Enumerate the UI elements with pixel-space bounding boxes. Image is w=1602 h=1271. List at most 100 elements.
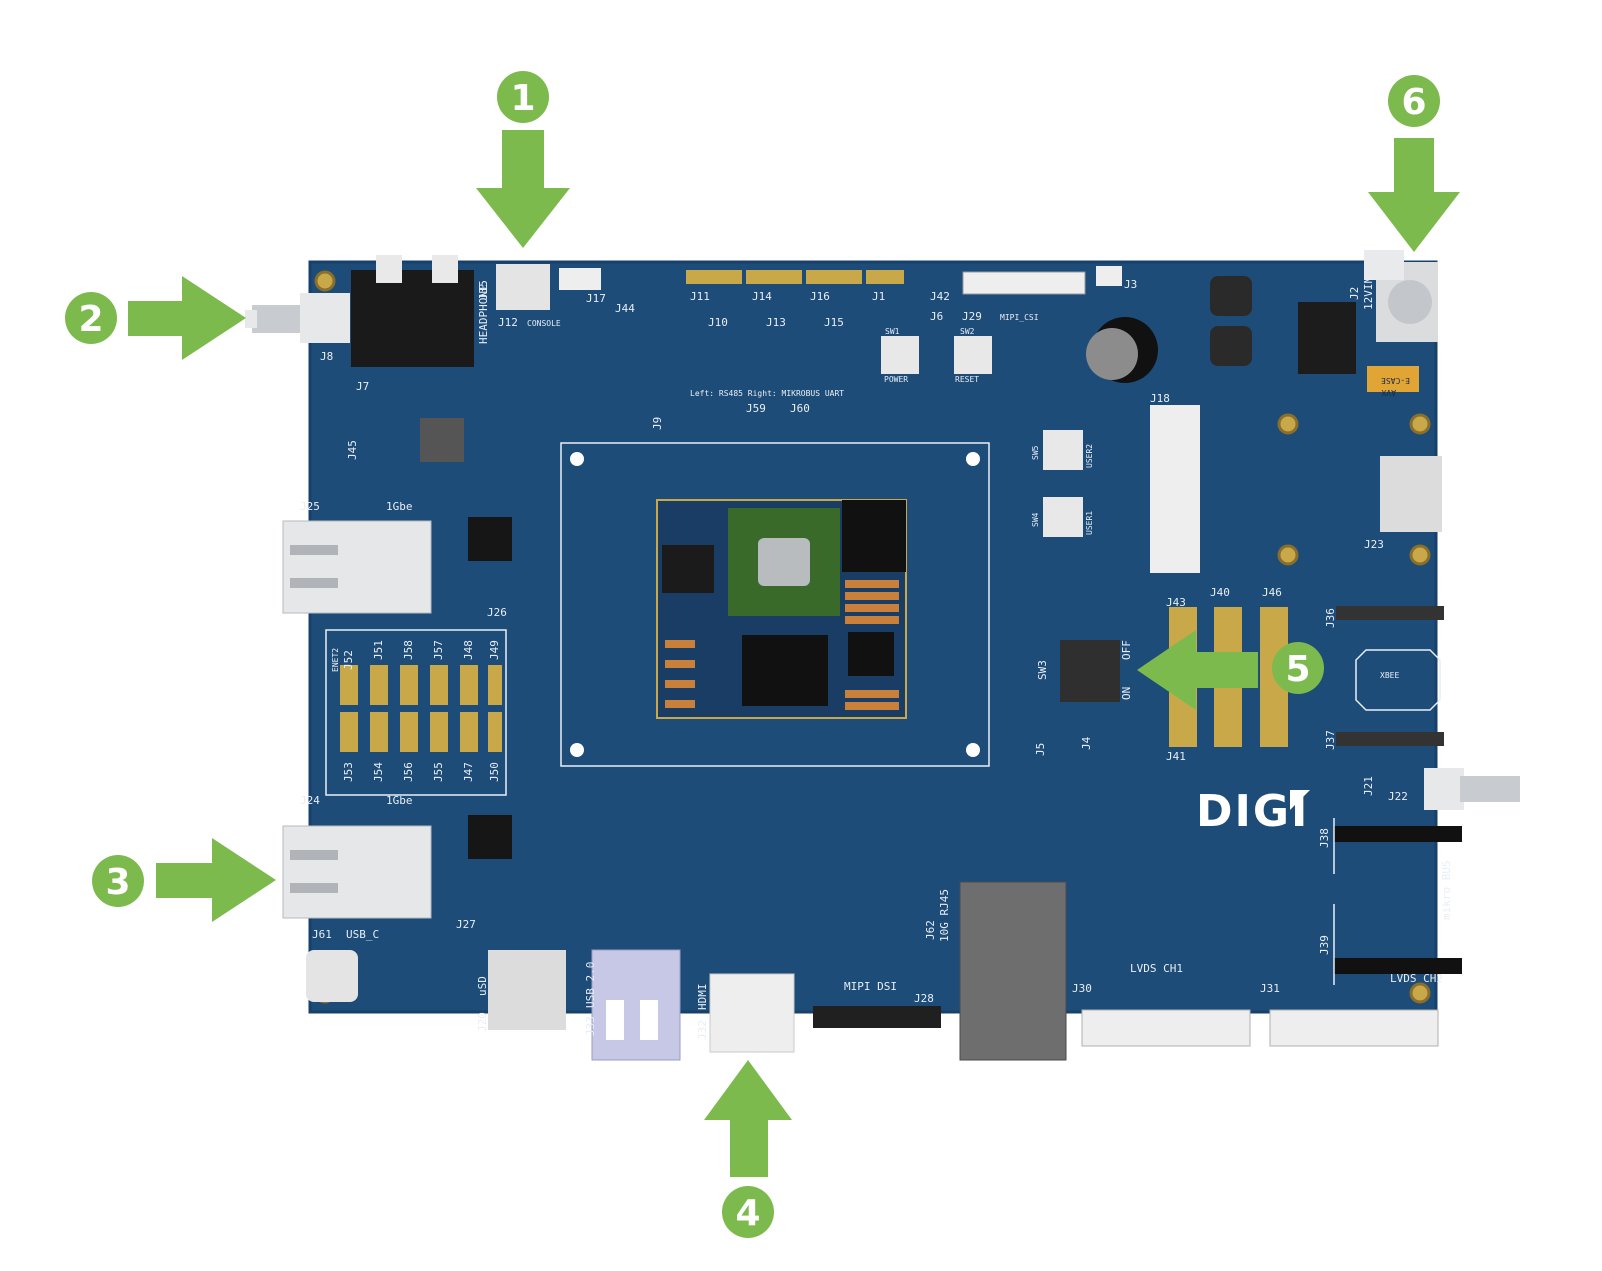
audio-codec-chip [420,418,464,462]
label-j7: J7 [356,380,369,393]
label-reset: RESET [955,375,979,384]
label-sw5: SW5 [1031,445,1040,460]
usb2-port-slots [606,1000,658,1040]
callout-4: 4 [704,1060,792,1238]
label-xbee: XBEE [1380,671,1399,680]
headphone-jack-1 [351,270,409,367]
label-j49: J49 [488,640,501,660]
label-user1: USER1 [1085,511,1094,535]
phy-chip-top [468,517,512,561]
usb-c-port [306,950,358,1002]
callout-arrow-1 [476,130,570,248]
power-button [881,336,919,374]
label-usb-c: USB_C [346,928,379,941]
sma-connector-left [245,293,350,343]
callout-badge-2 [65,292,117,344]
som-components [665,580,899,710]
callout-arrow-6 [1368,138,1460,252]
label-j55: J55 [432,762,445,782]
jumper-block [325,629,507,796]
callout-5: 5 [1137,630,1324,710]
sma-connector-right [1424,768,1520,810]
j18-connector [1150,405,1200,573]
label-j46: J46 [1262,586,1282,599]
label-j18: J18 [1150,392,1170,405]
label-j22: J22 [1388,790,1408,803]
callout-badge-6 [1388,75,1440,127]
reset-button [954,336,992,374]
label-j36: J36 [1324,608,1337,628]
silkscreen-labels: J12 CONSOLE J17 J44 J11 J14 J16 J1 J42 J… [300,277,1453,1040]
hdmi-port [709,973,795,1053]
label-mipi-dsi: MIPI DSI [844,980,897,993]
label-j50: J50 [488,762,501,782]
label-j60: J60 [790,402,810,415]
j37-header [1336,732,1444,746]
label-usd: uSD [476,976,489,996]
label-hdmi: HDMI [696,984,709,1011]
callout-2: 2 [65,276,246,360]
label-j54: J54 [372,762,385,782]
label-j11: J11 [690,290,710,303]
label-j5: J5 [1034,743,1047,756]
label-j8: J8 [320,350,333,363]
label-j40: J40 [1210,586,1230,599]
label-j43: J43 [1166,596,1186,609]
callout-badge-5 [1272,642,1324,694]
label-mipi-csi: MIPI_CSI [1000,313,1039,322]
label-j33: J33 [584,1016,597,1036]
label-j21: J21 [1362,776,1375,796]
label-j27: J27 [456,918,476,931]
callout-6: 6 [1368,75,1460,252]
callout-number-1: 1 [510,78,535,119]
label-sw4: SW4 [1031,512,1040,527]
usd-slot [488,950,566,1030]
label-j56: J56 [402,762,415,782]
label-on: ON [1120,687,1133,700]
label-gbe-top: 1Gbe [386,500,413,513]
label-j14: J14 [752,290,772,303]
label-power: POWER [884,375,908,384]
usb2-port [591,949,681,1061]
label-j17: J17 [586,292,606,305]
digi-logo-mark [1290,790,1310,810]
barrel-jack [1364,250,1438,342]
label-j52: J52 [342,650,355,670]
user2-button [1043,430,1083,470]
callout-number-2: 2 [78,299,103,340]
j17-connector [559,268,601,290]
sim-card-slot [1380,456,1442,532]
sw3-switch [1060,640,1120,702]
label-avx: AVX [1381,388,1396,397]
inductor-1 [1210,276,1252,316]
ethernet-port-top [282,520,432,614]
label-j13: J13 [766,316,786,329]
label-j20: J20 [476,1012,489,1032]
callout-number-4: 4 [735,1193,760,1234]
lvds-ch2-connector [1269,1009,1439,1047]
chip-black-3 [848,632,894,676]
label-j62: J62 [924,920,937,940]
power-ic [1298,302,1356,374]
label-j10: J10 [708,316,728,329]
chip-black-1 [842,500,906,572]
chip-black-2 [742,635,828,706]
callout-badge-1 [497,71,549,123]
label-j45: J45 [346,440,359,460]
label-j15: J15 [824,316,844,329]
label-gbe-bottom: 1Gbe [386,794,413,807]
j39-header [1334,958,1462,974]
label-ecase: E-CASE [1381,376,1410,385]
label-j41: J41 [1166,750,1186,763]
label-lvds-ch1: LVDS CH1 [1130,962,1183,975]
j36-header [1336,606,1444,620]
label-usb20: USB 2.0 [584,962,597,1008]
callout-arrow-5 [1137,630,1258,710]
label-j61: J61 [312,928,332,941]
digi-logo: DIGI [1196,786,1309,837]
mipi-dsi-connector [813,1006,941,1028]
label-sw1: SW1 [885,327,900,336]
callout-arrow-4 [704,1060,792,1177]
label-lvds-ch2: LVDS CH2 [1390,972,1443,985]
